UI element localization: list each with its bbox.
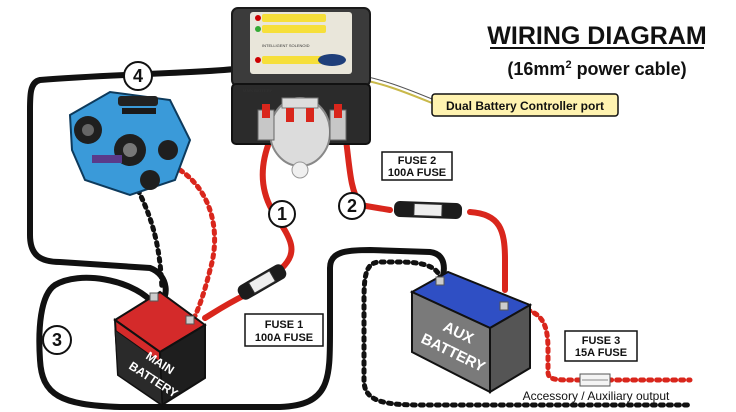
fuse1-rating: 100A FUSE (255, 332, 313, 344)
engine-ground-dotted (135, 187, 165, 293)
fuse2-label-box: FUSE 2 100A FUSE (381, 151, 453, 181)
solenoid-terminal-label: MAIN BATTERY (243, 88, 273, 93)
engine-icon (68, 90, 192, 197)
svg-text:3: 3 (52, 330, 62, 350)
accessory-output-label: Accessory / Auxiliary output (523, 389, 670, 403)
fuse2-rating: 100A FUSE (388, 167, 446, 179)
accessory-dotted (524, 307, 693, 383)
wire-number-2: 2 (338, 192, 366, 220)
solenoid-icon: INTELLIGENT SOLENOID MAIN BATTERY (231, 7, 371, 179)
svg-text:4: 4 (133, 66, 143, 86)
title-main: WIRING DIAGRAM (487, 22, 706, 50)
wire-number-3: 3 (42, 325, 72, 355)
fuse1-to-main (202, 292, 248, 321)
fuse2-name: FUSE 2 (398, 155, 437, 167)
inline-fuse-icon (393, 201, 463, 219)
fuse3-label-box: FUSE 3 15A FUSE (564, 330, 638, 362)
wire-number-4: 4 (123, 61, 153, 91)
fuse3-rating: 15A FUSE (575, 347, 627, 359)
main-battery: MAIN BATTERY (113, 290, 207, 407)
cable-3 (36, 246, 447, 410)
controller-port-callout: Dual Battery Controller port (431, 93, 619, 117)
controller-port-label: Dual Battery Controller port (446, 99, 604, 113)
fuse2-to-aux (467, 209, 508, 293)
inline-fuse-icon (237, 264, 287, 300)
cable-4 (27, 65, 249, 305)
title-sub: (16mm2 power cable) (507, 59, 686, 79)
diagram-title: WIRING DIAGRAM (16mm2 power cable) (487, 22, 706, 79)
fuse3-name: FUSE 3 (582, 335, 621, 347)
fuse1-name: FUSE 1 (265, 319, 304, 331)
inline-fuse-icon (579, 373, 611, 387)
svg-text:1: 1 (277, 204, 287, 224)
engine-feed-dotted (177, 167, 218, 319)
solenoid-panel-text: INTELLIGENT SOLENOID (262, 43, 310, 48)
fuse1-label-box: FUSE 1 100A FUSE (244, 313, 324, 347)
svg-text:2: 2 (347, 196, 357, 216)
aux-battery: AUX BATTERY (409, 270, 533, 394)
aux-ground-dotted (361, 259, 693, 408)
wire-number-1: 1 (268, 200, 296, 228)
